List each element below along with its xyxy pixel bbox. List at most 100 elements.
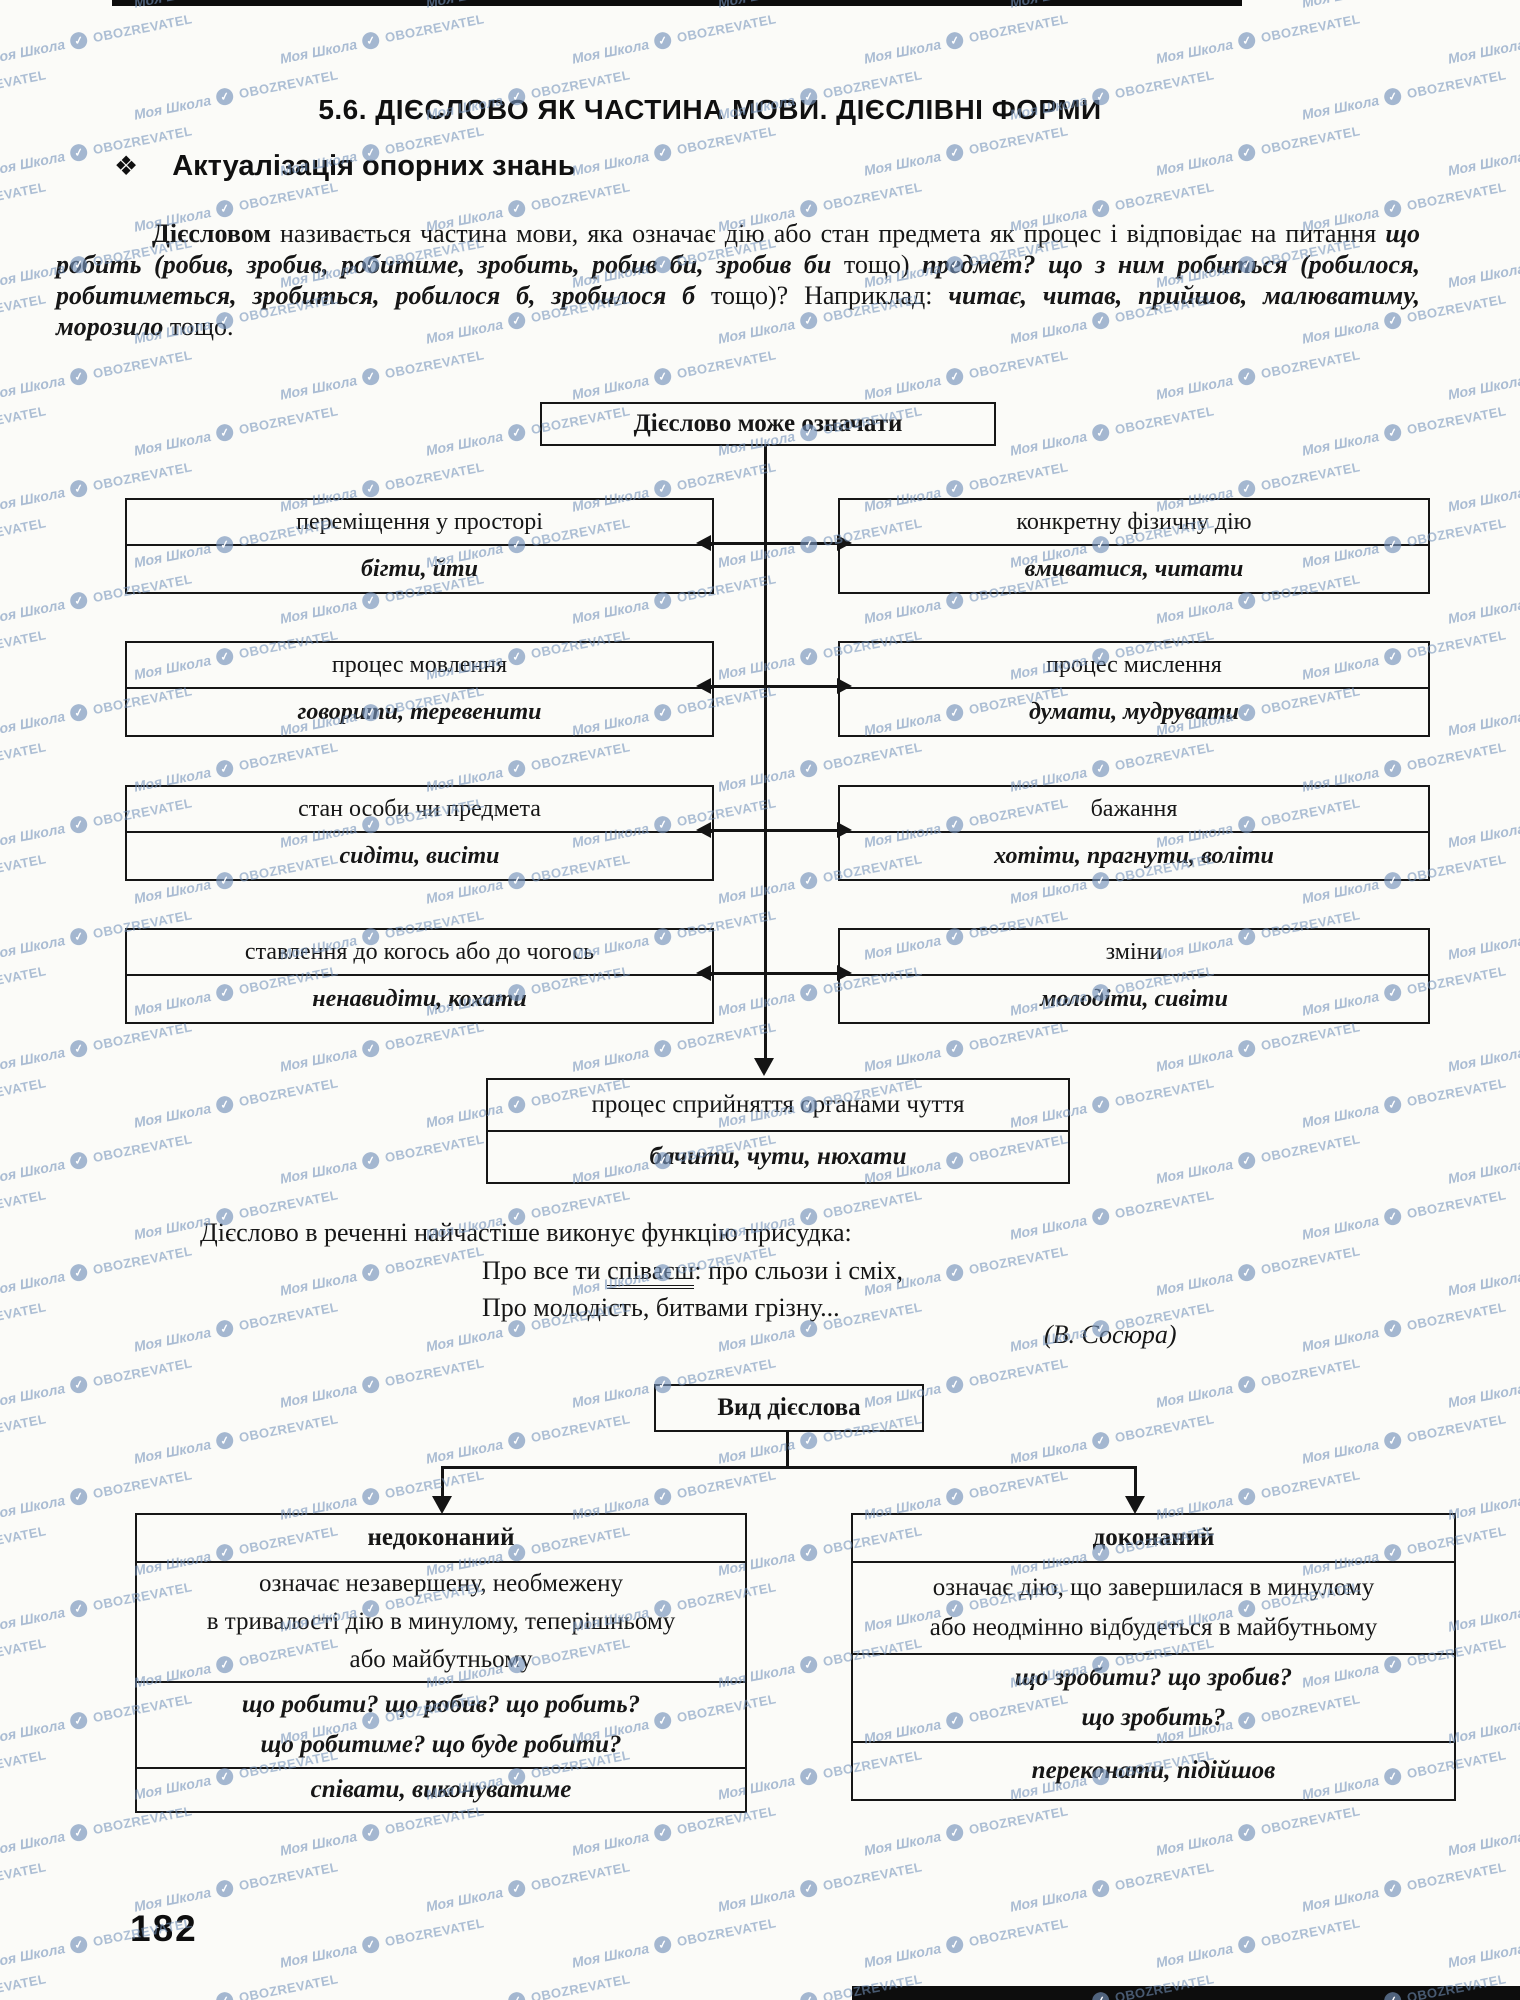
watermark-brand-script: Моя Школа <box>0 1155 67 1187</box>
watermark: Моя Школа✓OBOZREVATEL <box>278 1242 485 1298</box>
watermark-brand-caps: OBOZREVATEL <box>1259 123 1362 158</box>
watermark-brand-script: Моя Школа <box>1154 371 1235 403</box>
diagram1-row: процес мовлення говорити, теревенити про… <box>0 641 1520 741</box>
watermark-brand-script: Моя Школа <box>0 147 67 179</box>
watermark-brand-script: Моя Школа <box>278 1827 359 1859</box>
watermark-brand-caps: OBOZREVATEL <box>1259 1243 1362 1278</box>
scan-edge-bottom <box>852 1986 1520 2000</box>
watermark: Моя Школа✓OBOZREVATEL <box>1300 402 1507 458</box>
watermark-brand-script: Моя Школа <box>716 1435 797 1467</box>
watermark-brand-script: Моя Школа <box>0 371 67 403</box>
watermark: Моя Школа✓OBOZREVATEL <box>1446 10 1520 67</box>
watermark-brand-caps: OBOZREVATEL <box>1113 1411 1216 1446</box>
watermark-brand-script: Моя Школа <box>1446 1491 1520 1523</box>
double-arrow-icon <box>696 822 852 838</box>
concept-examples: сидіти, висіти <box>127 831 712 879</box>
watermark: Моя Школа✓OBOZREVATEL <box>278 1914 485 1970</box>
watermark-brand-script: Моя Школа <box>862 1043 943 1075</box>
watermark-brand-script: Моя Школа <box>132 1996 212 2000</box>
watermark-brand-script: Моя Школа <box>1446 1267 1520 1299</box>
watermark-brand-script: Моя Школа <box>1300 427 1381 459</box>
scan-edge-top <box>112 0 1242 6</box>
check-circle-icon: ✓ <box>214 1094 235 1115</box>
watermark: Моя Школа✓OBOZREVATEL <box>424 1970 631 2000</box>
watermark-brand-script: Моя Школа <box>862 35 943 67</box>
predicate-note: Дієслово в реченні найчастіше виконує фу… <box>200 1218 852 1247</box>
poem-line: Про молодість, битвами грізну... <box>482 1293 840 1322</box>
intro-paragraph: Дієсловом називається частина мови, яка … <box>56 219 1420 341</box>
watermark-brand-script: Моя Школа <box>716 1323 797 1355</box>
concept-box: стан особи чи предмета сидіти, висіти <box>125 785 714 881</box>
watermark-brand-caps: OBOZREVATEL <box>529 179 632 214</box>
watermark-brand-caps: OBOZREVATEL <box>91 1467 194 1502</box>
concept-label: переміщення у просторі <box>296 508 543 535</box>
watermark-brand-caps: OBOZREVATEL <box>0 1635 48 1670</box>
poem-quote: Про все ти співаєш: про сльози і сміх, П… <box>482 1252 903 1326</box>
watermark-brand-script: Моя Школа <box>862 1827 943 1859</box>
watermark: Моя Школа✓OBOZREVATEL <box>1008 1410 1215 1466</box>
watermark-brand-caps: OBOZREVATEL <box>1405 67 1508 102</box>
watermark-brand-caps: OBOZREVATEL <box>0 179 48 214</box>
watermark-brand-caps: OBOZREVATEL <box>675 1467 778 1502</box>
check-circle-icon: ✓ <box>1382 1430 1403 1451</box>
check-circle-icon: ✓ <box>68 142 89 163</box>
watermark: Моя Школа✓OBOZREVATEL <box>1154 1802 1361 1858</box>
watermark-brand-caps: OBOZREVATEL <box>0 1523 48 1558</box>
check-circle-icon: ✓ <box>944 1822 965 1843</box>
watermark: Моя Школа✓OBOZREVATEL <box>0 10 194 66</box>
watermark: Моя Школа✓OBOZREVATEL <box>0 1074 48 1130</box>
watermark-brand-caps: OBOZREVATEL <box>383 1355 486 1390</box>
check-circle-icon: ✓ <box>1090 198 1111 219</box>
watermark: Моя Школа✓OBOZREVATEL <box>0 1410 48 1466</box>
connector-line <box>786 1430 789 1468</box>
watermark-brand-script: Моя Школа <box>132 1323 213 1355</box>
concept-label: зміни <box>1105 938 1163 965</box>
watermark-brand-caps: OBOZREVATEL <box>237 1411 340 1446</box>
watermark: Моя Школа✓OBOZREVATEL <box>862 1802 1069 1858</box>
watermark-brand-caps: OBOZREVATEL <box>1405 1187 1508 1222</box>
check-circle-icon: ✓ <box>506 1990 527 2000</box>
watermark-brand-caps: OBOZREVATEL <box>529 739 632 774</box>
check-circle-icon: ✓ <box>798 1878 819 1899</box>
watermark-brand-script: Моя Школа <box>1446 147 1520 179</box>
aspect-examples: переконати, підійшов <box>853 1741 1454 1799</box>
watermark-brand-script: Моя Школа <box>278 1155 359 1187</box>
watermark: Моя Школа✓OBOZREVATEL <box>1300 0 1507 11</box>
check-circle-icon: ✓ <box>1236 1822 1257 1843</box>
watermark-brand-caps: OBOZREVATEL <box>383 1915 486 1950</box>
check-circle-icon: ✓ <box>944 30 965 51</box>
watermark: Моя Школа✓OBOZREVATEL <box>1154 346 1361 402</box>
watermark: Моя Школа✓OBOZREVATEL <box>0 402 48 458</box>
watermark: Моя Школа✓OBOZREVATEL <box>424 1410 631 1466</box>
watermark: Моя Школа✓OBOZREVATEL <box>0 1242 194 1298</box>
watermark-brand-caps: OBOZREVATEL <box>821 1859 924 1894</box>
watermark-brand-caps: OBOZREVATEL <box>383 1243 486 1278</box>
watermark-brand-caps: OBOZREVATEL <box>967 11 1070 46</box>
watermark-brand-caps: OBOZREVATEL <box>1113 1859 1216 1894</box>
check-circle-icon: ✓ <box>1382 1094 1403 1115</box>
concept-box: зміни молодіти, сивіти <box>838 928 1430 1024</box>
check-circle-icon: ✓ <box>652 142 673 163</box>
watermark-brand-script: Моя Школа <box>570 35 651 67</box>
check-circle-icon: ✓ <box>360 1150 381 1171</box>
watermark: Моя Школа✓OBOZREVATEL <box>1446 1914 1520 1971</box>
check-circle-icon: ✓ <box>360 1262 381 1283</box>
aspect-title: недоконаний <box>367 1524 515 1551</box>
watermark: Моя Школа✓OBOZREVATEL <box>716 1858 923 1914</box>
watermark-brand-caps: OBOZREVATEL <box>237 1075 340 1110</box>
check-circle-icon: ✓ <box>652 1486 673 1507</box>
check-circle-icon: ✓ <box>214 198 235 219</box>
watermark: Моя Школа✓OBOZREVATEL <box>0 1522 48 1578</box>
check-circle-icon: ✓ <box>214 1990 235 2000</box>
check-circle-icon: ✓ <box>68 1262 89 1283</box>
watermark-brand-script: Моя Школа <box>0 35 67 67</box>
connector-line <box>441 1466 1137 1469</box>
watermark-brand-caps: OBOZREVATEL <box>675 347 778 382</box>
diagram1-row: ставлення до когось або до чогось ненави… <box>0 928 1520 1028</box>
watermark: Моя Школа✓OBOZREVATEL <box>1300 1410 1507 1466</box>
watermark-brand-script: Моя Школа <box>1300 1435 1381 1467</box>
watermark-brand-script: Моя Школа <box>0 595 67 627</box>
watermark-brand-script: Моя Школа <box>278 1379 359 1411</box>
concept-box: процес сприйняття органами чуття бачити,… <box>486 1078 1070 1184</box>
watermark-brand-script: Моя Школа <box>570 371 651 403</box>
